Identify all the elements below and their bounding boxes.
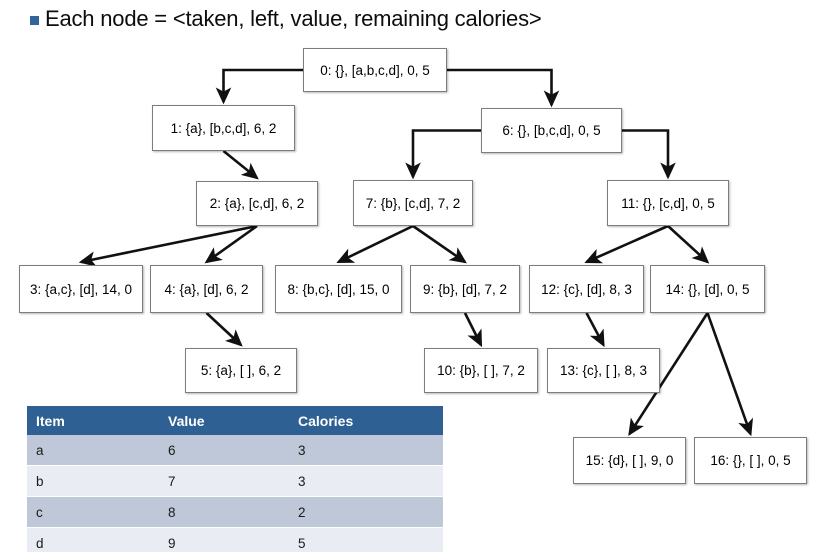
tree-node-6: 6: {}, [b,c,d], 0, 5 <box>481 108 622 153</box>
cell-item: b <box>27 465 159 497</box>
column-header-calories: Calories <box>289 406 443 435</box>
column-header-value: Value <box>159 406 289 435</box>
cell-calories: 2 <box>289 496 443 528</box>
cell-calories: 3 <box>289 435 443 466</box>
tree-node-9: 9: {b}, [d], 7, 2 <box>410 265 520 313</box>
tree-node-0: 0: {}, [a,b,c,d], 0, 5 <box>303 48 447 92</box>
page-title: Each node = <taken, left, value, remaini… <box>45 6 542 31</box>
cell-value: 6 <box>159 435 289 466</box>
tree-edge-12-to-13 <box>585 312 605 348</box>
tree-edge-7-to-9 <box>412 224 467 264</box>
tree-edge-7-to-8 <box>336 224 414 264</box>
cell-value: 9 <box>159 527 289 552</box>
tree-node-13: 13: {c}, [ ], 8, 3 <box>547 348 660 393</box>
square-bullet-icon <box>30 15 39 25</box>
tree-edge-2-to-3 <box>78 224 258 267</box>
tree-node-1: 1: {a}, [b,c,d], 6, 2 <box>152 105 295 151</box>
tree-edge-11-to-12 <box>584 224 669 264</box>
cell-calories: 3 <box>289 465 443 497</box>
table-header-row: Item Value Calories <box>27 406 443 435</box>
tree-node-12: 12: {c}, [d], 8, 3 <box>529 265 644 313</box>
tree-edge-4-to-5 <box>205 312 243 347</box>
tree-edge-6-to-11 <box>622 129 676 180</box>
tree-node-16: 16: {}, [ ], 0, 5 <box>694 437 807 484</box>
tree-node-7: 7: {b}, [c,d], 7, 2 <box>353 180 473 226</box>
cell-item: c <box>27 496 159 528</box>
cell-item: d <box>27 527 159 552</box>
cell-calories: 5 <box>289 527 443 552</box>
column-header-item: Item <box>27 406 159 435</box>
cell-item: a <box>27 435 159 466</box>
tree-edge-11-to-14 <box>667 225 710 264</box>
tree-node-5: 5: {a}, [ ], 6, 2 <box>185 348 297 393</box>
tree-edge-14-to-16 <box>706 312 753 437</box>
tree-node-3: 3: {a,c}, [d], 14, 0 <box>19 265 143 313</box>
tree-node-10: 10: {b}, [ ], 7, 2 <box>424 348 538 393</box>
tree-node-15: 15: {d}, [ ], 9, 0 <box>573 437 686 484</box>
tree-node-11: 11: {}, [c,d], 0, 5 <box>607 180 729 226</box>
cell-value: 8 <box>159 496 289 528</box>
tree-node-2: 2: {a}, [c,d], 6, 2 <box>196 181 318 226</box>
tree-edge-6-to-7 <box>405 129 481 180</box>
tree-edge-0-to-1 <box>215 68 303 105</box>
tree-node-14: 14: {}, [d], 0, 5 <box>650 265 765 313</box>
tree-edge-9-to-10 <box>463 312 483 348</box>
slide-title-line: Each node = <taken, left, value, remaini… <box>30 6 542 32</box>
cell-value: 7 <box>159 465 289 497</box>
tree-edge-0-to-6 <box>447 68 560 108</box>
tree-node-8: 8: {b,c}, [d], 15, 0 <box>275 265 402 313</box>
tree-edge-1-to-2 <box>222 149 259 180</box>
tree-node-4: 4: {a}, [d], 6, 2 <box>150 265 263 313</box>
tree-edge-2-to-4 <box>204 224 258 264</box>
